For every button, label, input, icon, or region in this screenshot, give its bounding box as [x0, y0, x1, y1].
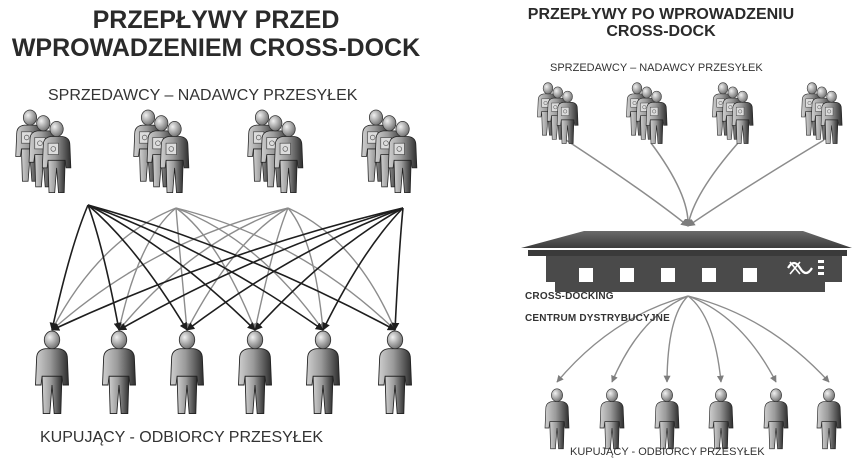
flow-arrow	[87, 204, 122, 331]
flow-arrow	[87, 204, 396, 331]
flow-arrow	[287, 207, 396, 331]
sender-person-icon	[556, 90, 579, 144]
flow-arrow	[186, 207, 289, 331]
flow-arrow	[254, 207, 404, 331]
right-title: PRZEPŁYWY PO WPROWADZENIU CROSS-DOCK	[527, 6, 795, 40]
flow-arrow	[391, 207, 404, 331]
flow-arrow	[287, 207, 326, 331]
logo-icon	[787, 260, 824, 275]
right-sender-group-4	[801, 82, 843, 144]
sender-person-icon	[731, 90, 754, 144]
sender-person-icon	[273, 120, 304, 193]
outbound-arrow	[556, 295, 689, 383]
flow-arrow	[186, 207, 404, 331]
right-sender-group-3	[712, 82, 754, 144]
inbound-arrow	[685, 142, 739, 227]
inbound-arrow	[565, 139, 689, 227]
left-gray-flow-arrows	[51, 207, 396, 331]
left-sender-group-2	[133, 109, 190, 193]
inbound-arrow	[650, 142, 693, 227]
flow-arrow	[87, 204, 188, 331]
receiver-person-icon	[170, 330, 204, 415]
flow-arrow	[175, 207, 324, 331]
right-inbound-arrows	[565, 139, 825, 227]
right-outbound-arrows	[556, 295, 830, 383]
flow-arrow	[322, 207, 404, 331]
left-receivers-label: KUPUJĄCY - ODBIORCY PRZESYŁEK	[40, 429, 324, 446]
sender-person-icon	[41, 120, 72, 193]
right-senders-label: SPRZEDAWCY – NADAWCY PRZESYŁEK	[550, 62, 763, 74]
left-sender-group-4	[361, 109, 418, 193]
right-receivers	[544, 388, 842, 450]
flow-arrow	[51, 207, 177, 331]
left-title: PRZEPŁYWY PRZED WPROWADZENIEM CROSS-DOCK	[11, 6, 421, 62]
flow-arrow	[175, 207, 396, 331]
sender-person-icon	[820, 90, 843, 144]
flow-arrow	[175, 207, 256, 331]
left-senders-groups	[15, 109, 418, 193]
cross-docking-label: CROSS-DOCKING	[525, 291, 614, 302]
receiver-person-icon	[306, 330, 340, 415]
receiver-person-icon	[35, 330, 69, 415]
receiver-person-icon	[238, 330, 272, 415]
receiver-person-icon	[544, 388, 570, 450]
outbound-arrow	[687, 295, 724, 383]
left-dark-flow-arrows	[49, 204, 404, 331]
flow-arrow	[49, 204, 89, 331]
left-sender-group-1	[15, 109, 72, 193]
right-sender-group-1	[537, 82, 579, 144]
flow-arrow	[87, 204, 324, 331]
left-receivers	[35, 330, 412, 415]
flow-arrow	[87, 204, 256, 331]
receiver-person-icon	[378, 330, 412, 415]
flow-arrow	[116, 207, 177, 331]
sender-person-icon	[387, 120, 418, 193]
flow-arrow	[51, 207, 289, 331]
sender-person-icon	[645, 90, 668, 144]
right-receivers-label: KUPUJĄCY - ODBIORCY PRZESYŁEK	[570, 446, 765, 458]
receiver-person-icon	[654, 388, 680, 450]
flow-arrow	[118, 207, 404, 331]
sender-person-icon	[159, 120, 190, 193]
inbound-arrow	[687, 139, 825, 227]
right-sender-group-2	[626, 82, 668, 144]
receiver-person-icon	[708, 388, 734, 450]
receiver-person-icon	[763, 388, 789, 450]
receiver-person-icon	[102, 330, 136, 415]
outbound-arrow	[611, 295, 689, 383]
flow-arrow	[175, 207, 190, 331]
distribution-center-label: CENTRUM DYSTRYBUCYJNE	[525, 313, 670, 324]
left-sender-group-3	[247, 109, 304, 193]
outbound-arrow	[687, 295, 777, 383]
outbound-arrow	[663, 295, 689, 383]
right-senders-groups	[537, 82, 843, 144]
cross-dock-building-icon	[521, 231, 852, 292]
outbound-arrow	[687, 295, 830, 383]
left-senders-label: SPRZEDAWCY – NADAWCY PRZESYŁEK	[48, 87, 358, 104]
receiver-person-icon	[816, 388, 842, 450]
flow-arrow	[51, 207, 404, 331]
receiver-person-icon	[599, 388, 625, 450]
